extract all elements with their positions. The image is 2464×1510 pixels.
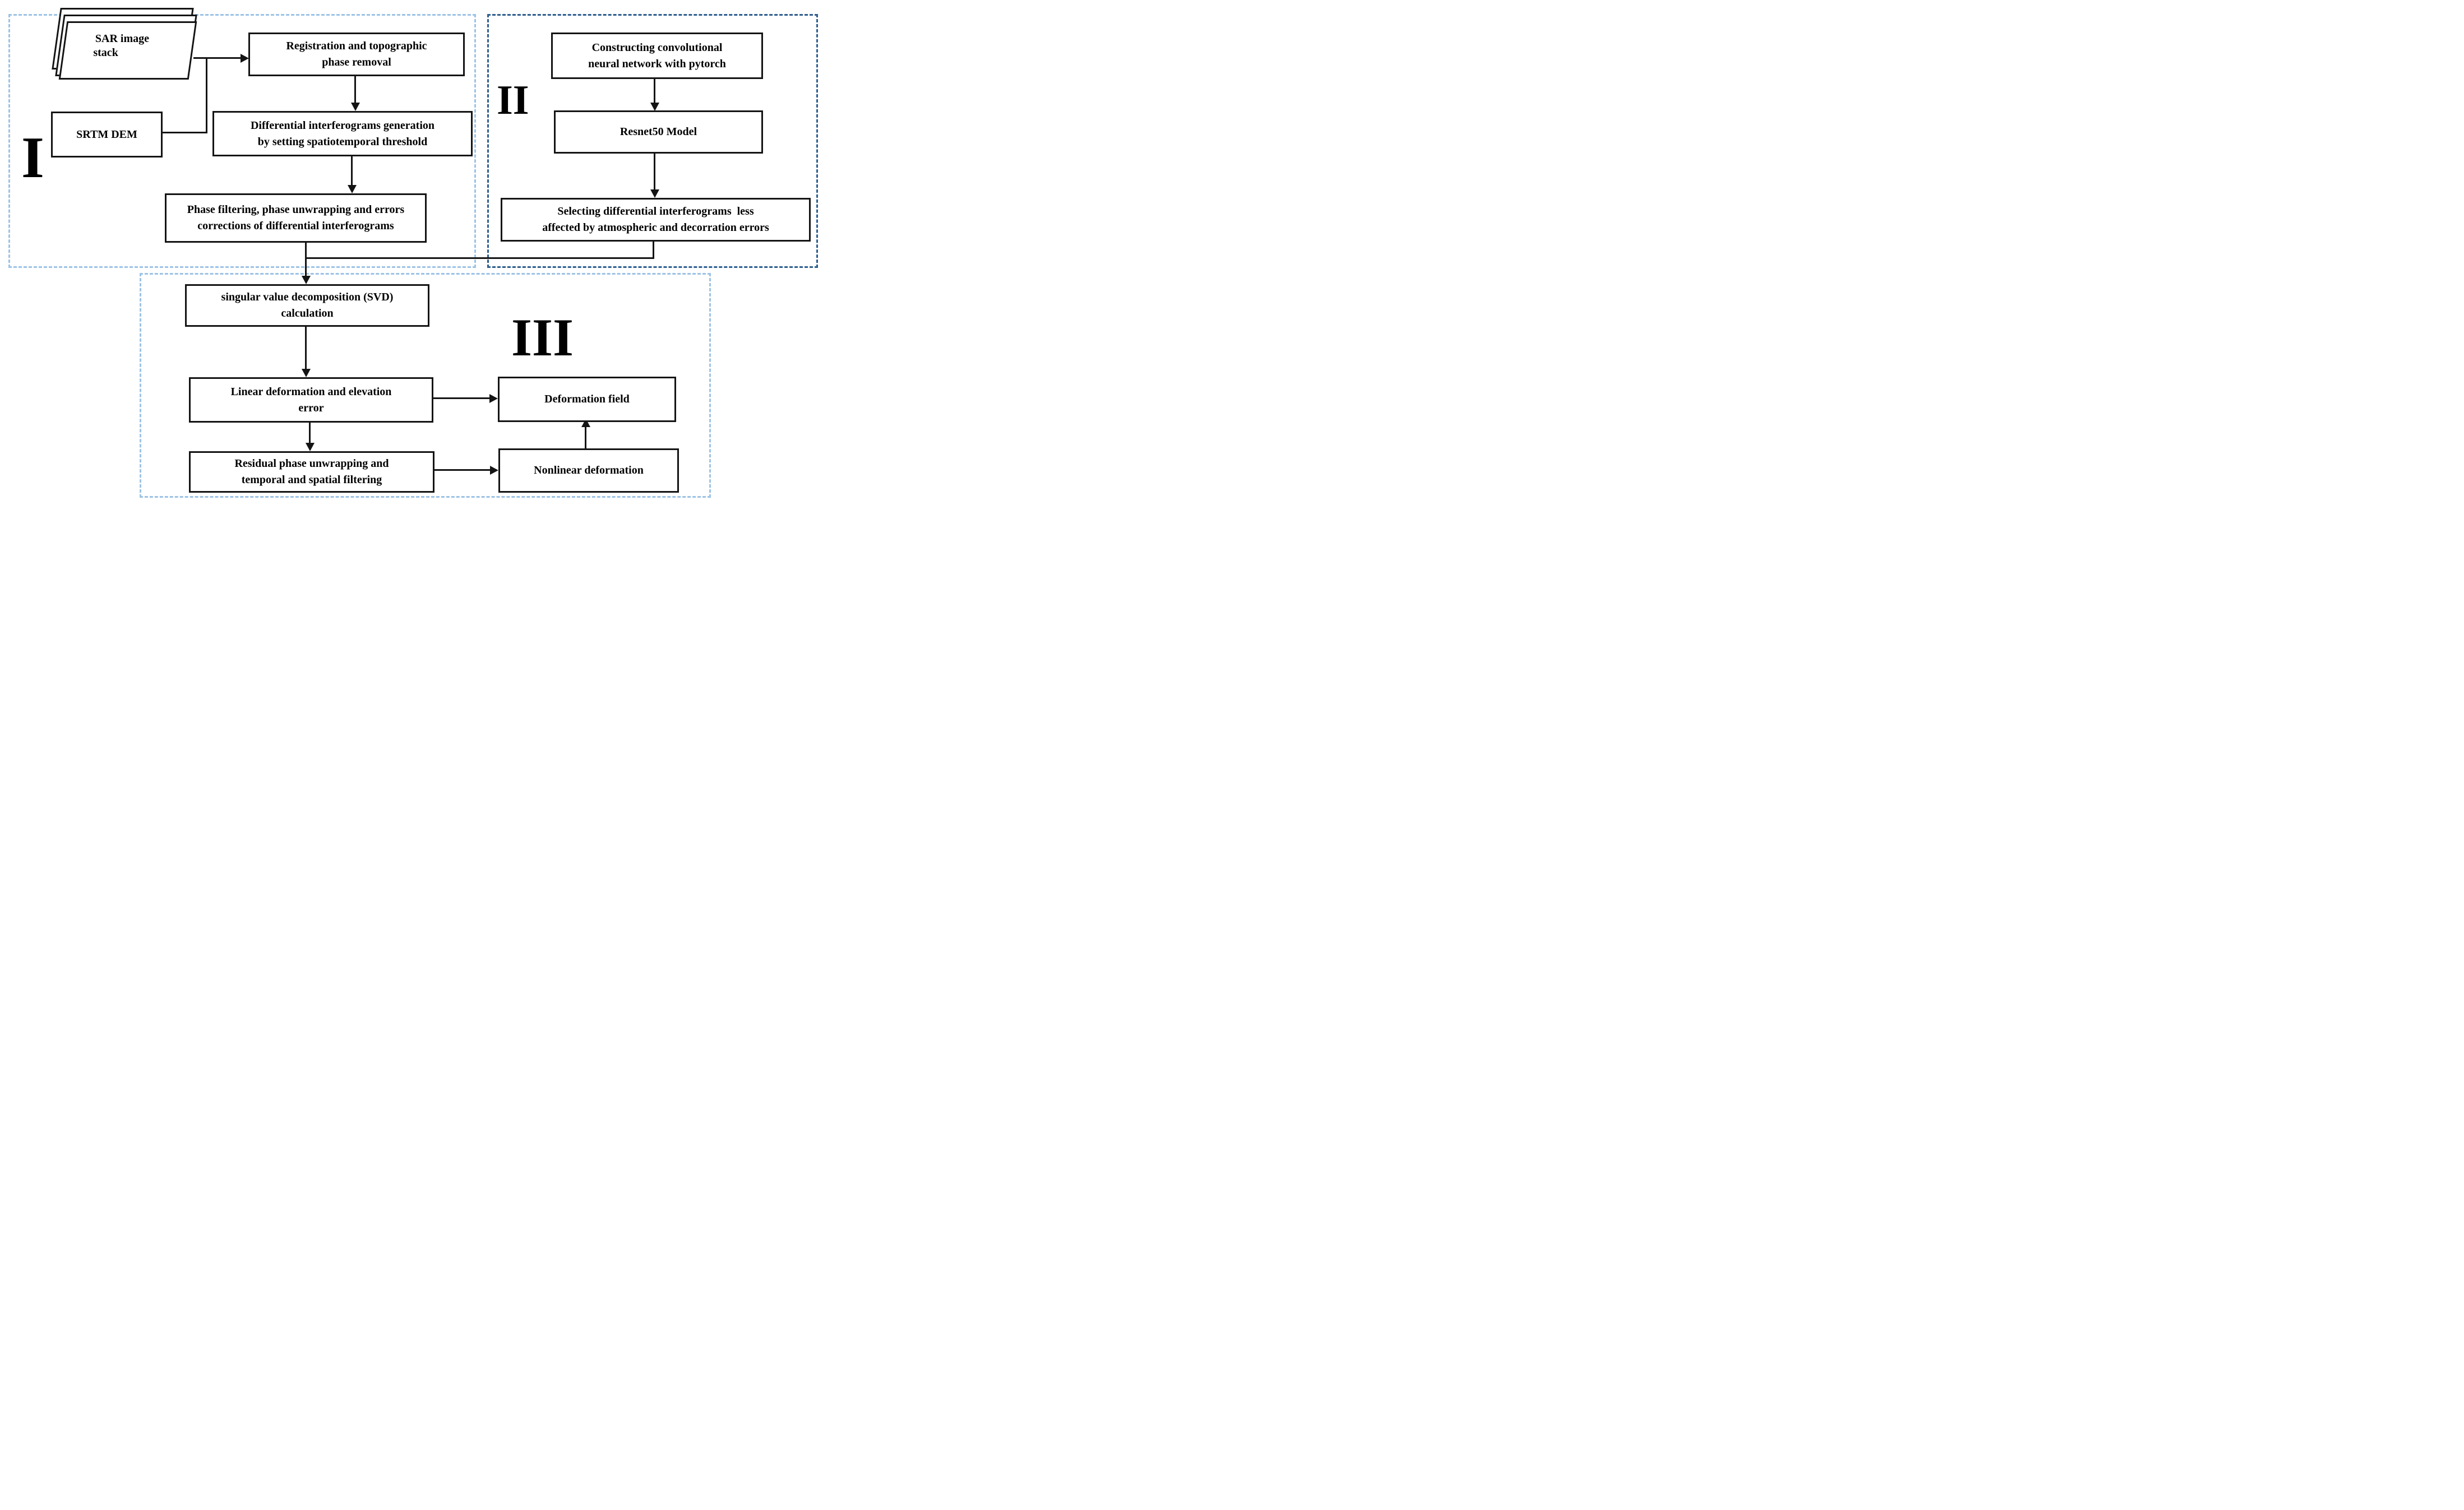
constructing-cnn-label-line1: Constructing convolutional [591, 41, 723, 54]
section-i-panel [8, 14, 476, 268]
section-i-label: I [21, 124, 44, 190]
connector-nonlinear-to-deformation [585, 426, 586, 448]
svd-calculation-node: singular value decomposition (SVD) calcu… [185, 284, 429, 327]
arrowhead-into-phase-filtering [348, 185, 357, 193]
connector-selecting-down [653, 238, 654, 259]
section-iii-label: III [511, 308, 574, 367]
residual-phase-label-line1: Residual phase unwrapping and [234, 457, 389, 470]
flowchart-figure: I II III SAR image stack SRTM DEM Regist… [0, 0, 821, 503]
arrowhead-into-differential [351, 103, 360, 111]
registration-label-line2: phase removal [322, 56, 391, 68]
differential-label-line1: Differential interferograms generation [250, 119, 435, 132]
section-iii-panel [140, 273, 711, 498]
section-ii-panel [487, 14, 818, 268]
residual-phase-node: Residual phase unwrapping and temporal a… [189, 451, 434, 493]
connector-resnet-to-selecting [654, 150, 655, 190]
section-ii-label: II [497, 77, 529, 123]
arrowhead-into-resnet [650, 103, 659, 111]
connector-registration-to-differential [354, 73, 356, 103]
deformation-field-node: Deformation field [498, 377, 676, 422]
nonlinear-deformation-node: Nonlinear deformation [498, 448, 679, 493]
sar-stack-label-line2: stack [93, 47, 118, 59]
connector-merge-horizontal [305, 257, 654, 259]
constructing-cnn-label-line2: neural network with pytorch [588, 57, 726, 70]
srtm-dem-node: SRTM DEM [51, 112, 163, 158]
deformation-field-label: Deformation field [544, 393, 630, 405]
connector-feed-to-svd [305, 257, 307, 276]
connector-svd-to-linear [305, 323, 307, 369]
arrowhead-into-linear [302, 369, 311, 377]
arrowhead-into-registration [241, 54, 249, 63]
linear-deformation-label-line2: error [298, 401, 324, 414]
differential-interferograms-node: Differential interferograms generation b… [212, 111, 473, 156]
connector-phase-down [305, 239, 307, 259]
resnet50-label: Resnet50 Model [620, 126, 697, 138]
phase-filtering-label-line1: Phase filtering, phase unwrapping and er… [187, 203, 405, 216]
nonlinear-deformation-label: Nonlinear deformation [534, 464, 644, 476]
phase-filtering-label-line2: corrections of differential interferogra… [197, 220, 394, 232]
connector-linear-to-residual [309, 419, 311, 443]
sar-stack-label-line1: SAR image [95, 33, 149, 45]
registration-node: Registration and topographic phase remov… [248, 33, 465, 76]
selecting-label-line2: affected by atmospheric and decorration … [542, 221, 769, 234]
connector-residual-to-nonlinear [431, 469, 491, 471]
phase-filtering-node: Phase filtering, phase unwrapping and er… [165, 193, 427, 243]
srtm-dem-label: SRTM DEM [76, 128, 137, 141]
arrowhead-into-nonlinear [490, 466, 498, 475]
connector-linear-to-deformation [430, 397, 490, 399]
sar-image-stack-node: SAR image stack [49, 0, 206, 90]
selecting-label-line1: Selecting differential interferograms le… [557, 205, 754, 217]
constructing-cnn-node: Constructing convolutional neural networ… [551, 33, 763, 79]
arrowhead-into-svd [302, 276, 311, 284]
linear-deformation-node: Linear deformation and elevation error [189, 377, 433, 423]
residual-phase-label-line2: temporal and spatial filtering [241, 474, 382, 486]
linear-deformation-label-line1: Linear deformation and elevation [230, 385, 392, 398]
sar-stack-sheet-front: SAR image stack [58, 21, 197, 80]
registration-label-line1: Registration and topographic [286, 40, 427, 52]
selecting-interferograms-node: Selecting differential interferograms le… [501, 198, 811, 242]
arrowhead-into-residual [306, 443, 315, 451]
svd-label-line1: singular value decomposition (SVD) [221, 291, 394, 303]
arrowhead-into-deformation-field [489, 394, 498, 403]
connector-srtm-vertical [206, 57, 207, 133]
connector-differential-to-phase [351, 153, 353, 186]
differential-label-line2: by setting spatiotemporal threshold [257, 135, 428, 148]
arrowhead-into-selecting [650, 189, 659, 198]
svd-label-line2: calculation [281, 307, 334, 319]
connector-srtm-horizontal [159, 132, 207, 133]
resnet50-node: Resnet50 Model [554, 110, 763, 154]
connector-sar-to-registration [193, 57, 242, 59]
connector-cnn-to-resnet [654, 76, 655, 103]
